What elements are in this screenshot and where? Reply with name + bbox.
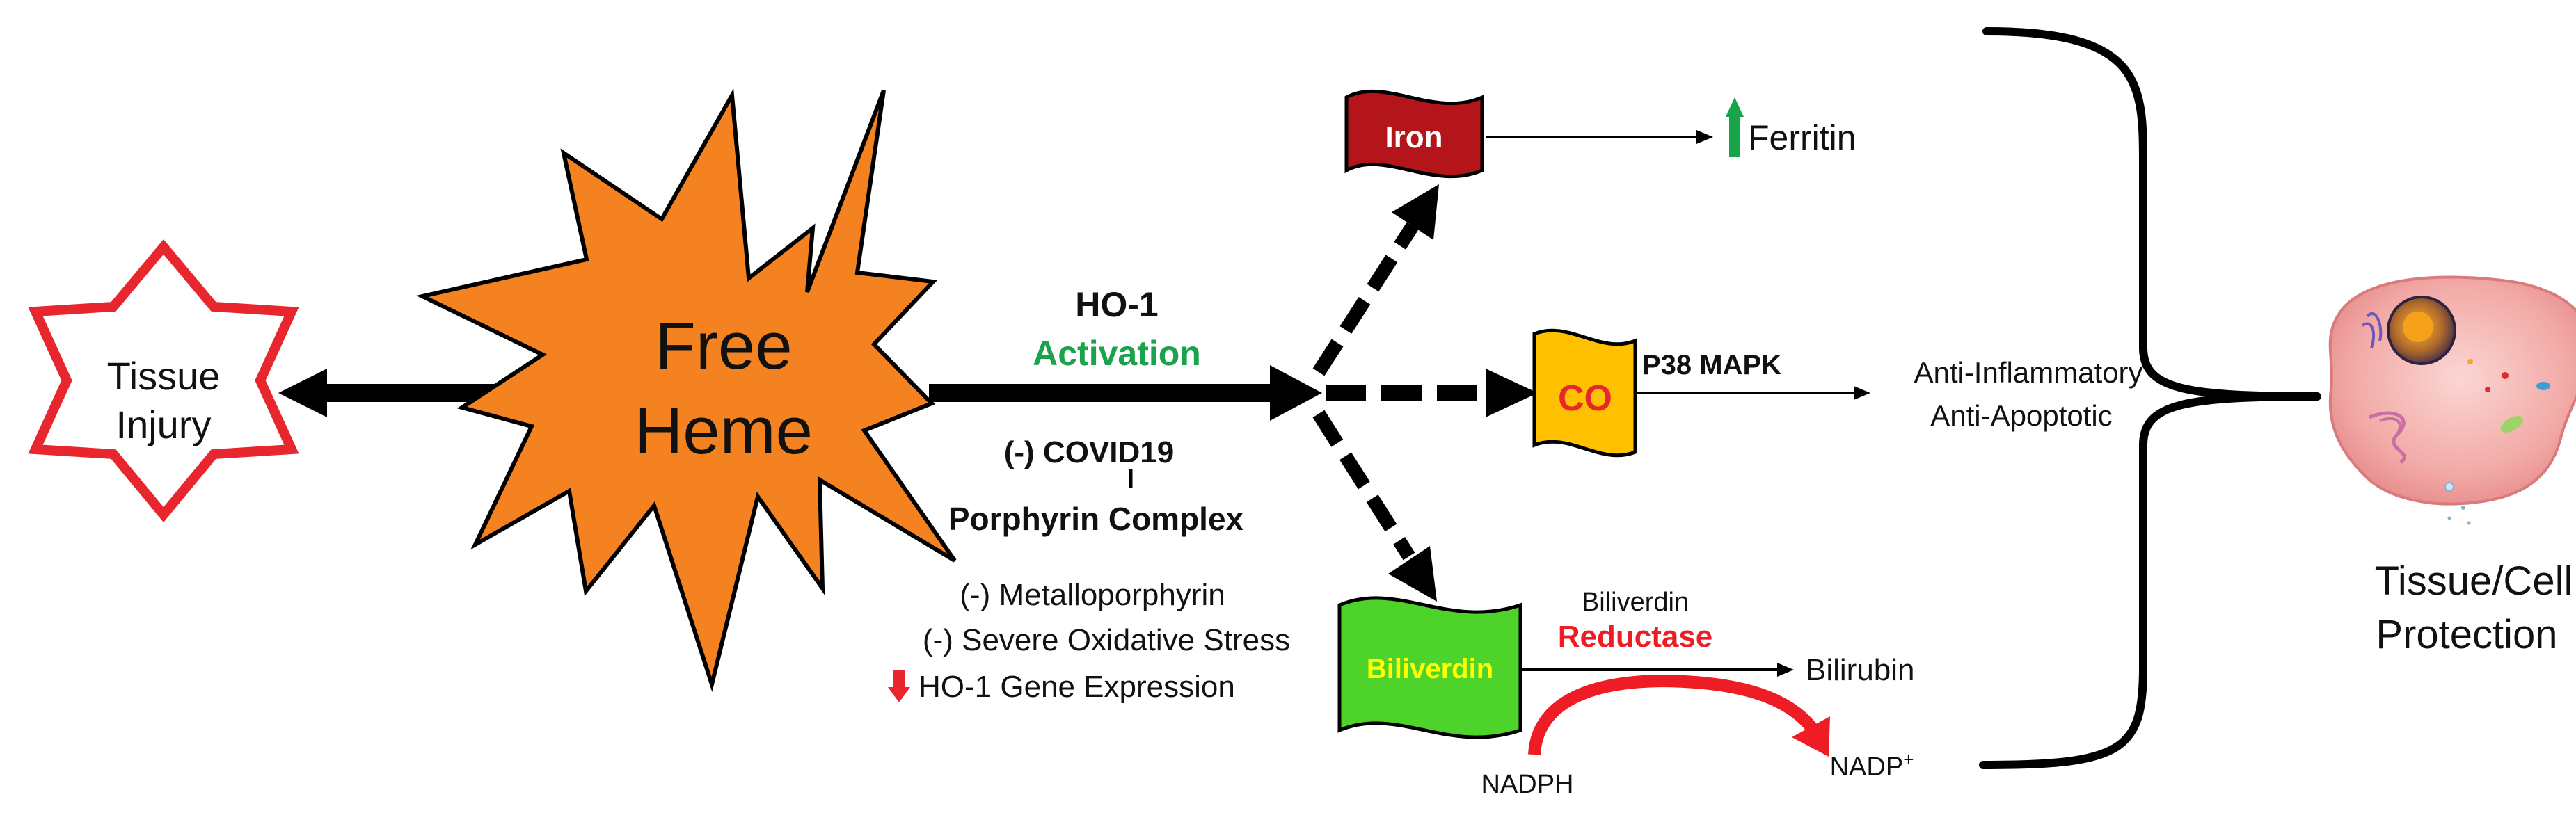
- iron-label: Iron: [1385, 120, 1442, 154]
- free-heme-label-1: Free: [655, 309, 792, 383]
- protection-brace: [1979, 27, 2321, 769]
- anti-inflammatory-label: Anti-Inflammatory: [1914, 356, 2142, 389]
- branch-arrow-biliverdin: [1312, 410, 1437, 602]
- ho1-label: HO-1: [1075, 285, 1158, 324]
- cell-icon: [2328, 275, 2576, 525]
- free-heme-node: Free Heme: [415, 88, 957, 692]
- free-heme-burst: [415, 88, 957, 692]
- tissue-injury-label-2: Injury: [116, 403, 212, 446]
- down-arrow-icon: [888, 670, 910, 702]
- inhibitor-oxidative-stress: (-) Severe Oxidative Stress: [923, 623, 1290, 657]
- protection-label: Protection: [2376, 612, 2557, 657]
- nadph-conversion-arrow: [1528, 675, 1830, 757]
- biliverdin-label: Biliverdin: [1367, 654, 1493, 684]
- bilirubin-label: Bilirubin: [1806, 653, 1915, 687]
- biliverdin-node: Biliverdin: [1337, 596, 1522, 739]
- up-arrow-icon: [1726, 97, 1744, 157]
- tissue-injury-label-1: Tissue: [107, 354, 221, 398]
- tissue-injury-node: Tissue Injury: [28, 239, 299, 522]
- nadph-label: NADPH: [1481, 770, 1573, 799]
- inhibitor-gene-expression: HO-1 Gene Expression: [919, 670, 1235, 704]
- biliverdin-reductase-label-2: Reductase: [1558, 620, 1713, 654]
- p38-mapk-label: P38 MAPK: [1642, 350, 1781, 380]
- free-heme-label-2: Heme: [635, 394, 813, 468]
- branch-arrow-iron: [1312, 184, 1439, 376]
- tissue-cell-label: Tissue/Cell: [2375, 558, 2573, 604]
- inhibitor-metalloporphyrin: (-) Metalloporphyrin: [960, 578, 1225, 612]
- anti-apoptotic-label: Anti-Apoptotic: [1930, 399, 2112, 432]
- covid-label: (-) COVID19: [1004, 435, 1174, 469]
- biliverdin-reductase-label-1: Biliverdin: [1582, 588, 1689, 617]
- branch-arrow-co: [1326, 369, 1538, 417]
- iron-to-ferritin-arrow: [1486, 130, 1713, 144]
- ho1-main-arrow: [929, 365, 1322, 421]
- porphyrin-complex-label: Porphyrin Complex: [948, 501, 1244, 537]
- activation-label: Activation: [1033, 334, 1201, 373]
- biliverdin-to-bilirubin-arrow: [1522, 663, 1794, 677]
- ferritin-label: Ferritin: [1748, 118, 1857, 157]
- tissue-injury-star: [28, 239, 299, 522]
- co-label: CO: [1558, 378, 1612, 419]
- iron-node: Iron: [1344, 89, 1484, 179]
- co-node: CO: [1532, 328, 1637, 458]
- co-to-effects-arrow: [1637, 386, 1870, 400]
- nadp-label: NADP+: [1830, 749, 1914, 782]
